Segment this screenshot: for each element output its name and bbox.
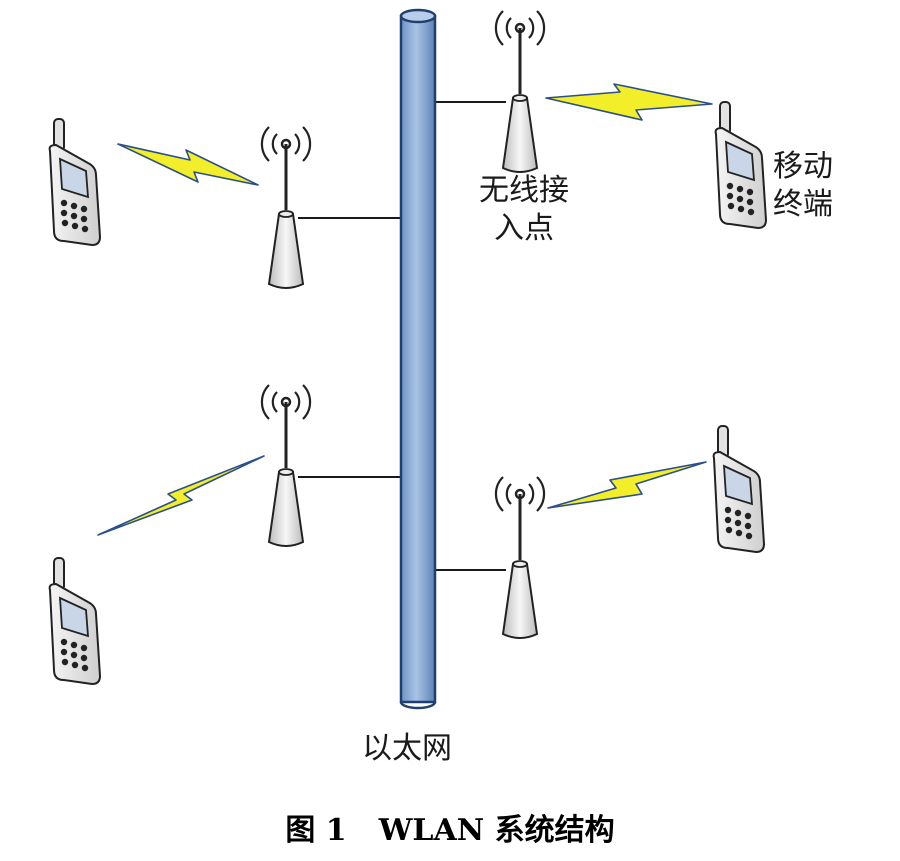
mobile-phone-icon <box>712 425 765 553</box>
access-point-icon <box>494 475 546 640</box>
figure-number: 图 1 <box>285 813 347 848</box>
mobile-terminal-label: 移动 终端 <box>773 148 843 224</box>
figure-title: WLAN 系统结构 <box>378 813 615 848</box>
access-point-label-line2: 入点 <box>494 211 554 246</box>
ethernet-label: 以太网 <box>362 731 452 766</box>
mobile-terminal-label-line2: 终端 <box>773 187 833 222</box>
access-point-label-line1: 无线接 <box>479 173 569 208</box>
access-point-icon <box>260 125 312 290</box>
mobile-phone-icon <box>48 118 101 246</box>
access-point-icon <box>494 9 546 174</box>
lightning-icon <box>547 461 707 509</box>
mobile-terminal-label-line1: 移动 <box>773 149 833 184</box>
access-point-label: 无线接 入点 <box>468 172 580 248</box>
figure-caption: 图 1 WLAN 系统结构 <box>0 805 900 849</box>
lightning-icon <box>545 83 713 121</box>
lightning-icon <box>117 143 259 186</box>
access-point-icon <box>260 383 312 548</box>
ethernet-backbone <box>399 8 437 710</box>
wireless-link <box>97 83 713 536</box>
mobile-phone-icon <box>714 101 767 229</box>
ethernet-links <box>298 101 506 571</box>
lightning-icon <box>97 455 265 536</box>
mobile-phone-icon <box>48 557 101 685</box>
